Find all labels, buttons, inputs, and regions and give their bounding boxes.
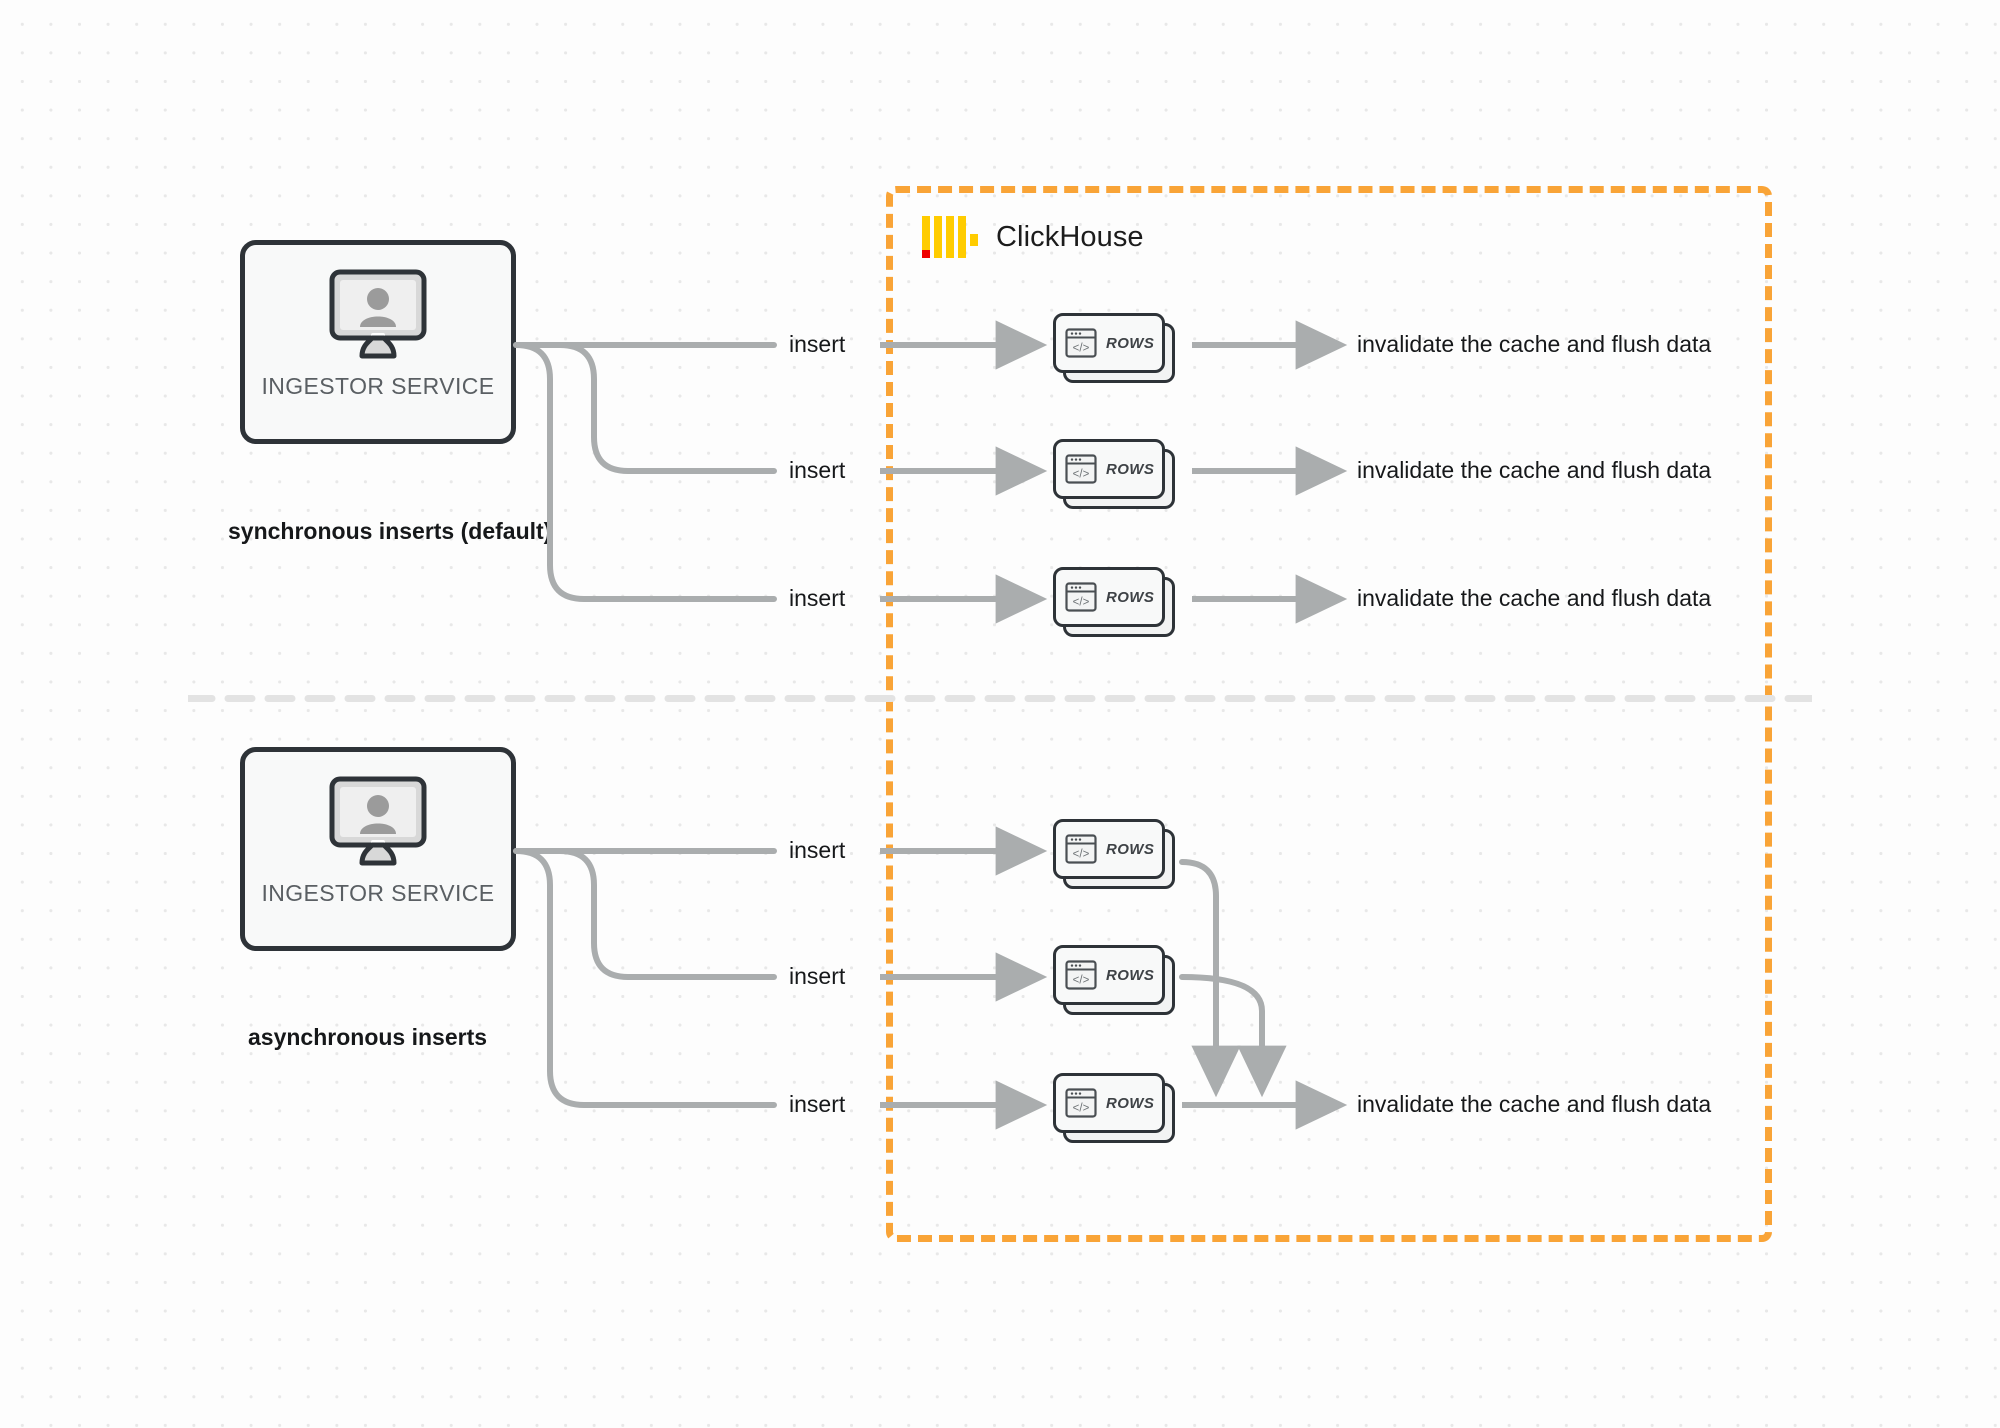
- rows-card[interactable]: </> ROWS: [1053, 945, 1175, 1015]
- rows-label: ROWS: [1106, 588, 1155, 606]
- ingestor-service-label-sync: INGESTOR SERVICE: [261, 373, 495, 399]
- insert-label: insert: [789, 585, 846, 611]
- section-caption-async: asynchronous inserts: [248, 1024, 488, 1050]
- monitor-user-icon: [329, 776, 427, 866]
- code-window-icon: </>: [1065, 454, 1097, 484]
- code-window-icon: </>: [1065, 1088, 1097, 1118]
- rows-card-front: </> ROWS: [1053, 313, 1165, 373]
- result-label: invalidate the cache and flush data: [1357, 331, 1712, 357]
- rows-card[interactable]: </> ROWS: [1053, 439, 1175, 509]
- monitor-user-icon: [329, 269, 427, 359]
- rows-card-front: </> ROWS: [1053, 439, 1165, 499]
- rows-card[interactable]: </> ROWS: [1053, 819, 1175, 889]
- svg-text:</>: </>: [1073, 597, 1090, 609]
- insert-label: insert: [789, 837, 846, 863]
- ingestor-service-label-async: INGESTOR SERVICE: [261, 880, 495, 906]
- clickhouse-brand: ClickHouse: [922, 216, 1144, 258]
- rows-label: ROWS: [1106, 966, 1155, 984]
- rows-card[interactable]: </> ROWS: [1053, 313, 1175, 383]
- code-window-icon: </>: [1065, 582, 1097, 612]
- svg-text:</>: </>: [1073, 1103, 1090, 1115]
- code-window-icon: </>: [1065, 834, 1097, 864]
- clickhouse-boundary: [886, 186, 1772, 1242]
- code-window-icon: </>: [1065, 960, 1097, 990]
- rows-label: ROWS: [1106, 1094, 1155, 1112]
- clickhouse-wordmark: ClickHouse: [996, 220, 1144, 253]
- insert-label: insert: [789, 963, 846, 989]
- ingestor-service-async[interactable]: INGESTOR SERVICE: [240, 747, 516, 951]
- insert-label: insert: [789, 1091, 846, 1117]
- rows-card-front: </> ROWS: [1053, 945, 1165, 1005]
- rows-card-front: </> ROWS: [1053, 567, 1165, 627]
- result-label-merged: invalidate the cache and flush data: [1357, 1091, 1712, 1117]
- svg-text:</>: </>: [1073, 975, 1090, 987]
- clickhouse-logo-icon: [922, 216, 978, 258]
- svg-text:</>: </>: [1073, 469, 1090, 481]
- section-divider: [188, 695, 1812, 702]
- ingestor-service-sync[interactable]: INGESTOR SERVICE: [240, 240, 516, 444]
- result-label: invalidate the cache and flush data: [1357, 457, 1712, 483]
- svg-text:</>: </>: [1073, 849, 1090, 861]
- rows-card-front: </> ROWS: [1053, 1073, 1165, 1133]
- code-window-icon: </>: [1065, 328, 1097, 358]
- rows-card[interactable]: </> ROWS: [1053, 567, 1175, 637]
- insert-label: insert: [789, 457, 846, 483]
- rows-label: ROWS: [1106, 334, 1155, 352]
- insert-label: insert: [789, 331, 846, 357]
- result-label: invalidate the cache and flush data: [1357, 585, 1712, 611]
- rows-card[interactable]: </> ROWS: [1053, 1073, 1175, 1143]
- rows-label: ROWS: [1106, 840, 1155, 858]
- section-caption-sync: synchronous inserts (default): [228, 518, 552, 544]
- rows-label: ROWS: [1106, 460, 1155, 478]
- rows-card-front: </> ROWS: [1053, 819, 1165, 879]
- svg-text:</>: </>: [1073, 343, 1090, 355]
